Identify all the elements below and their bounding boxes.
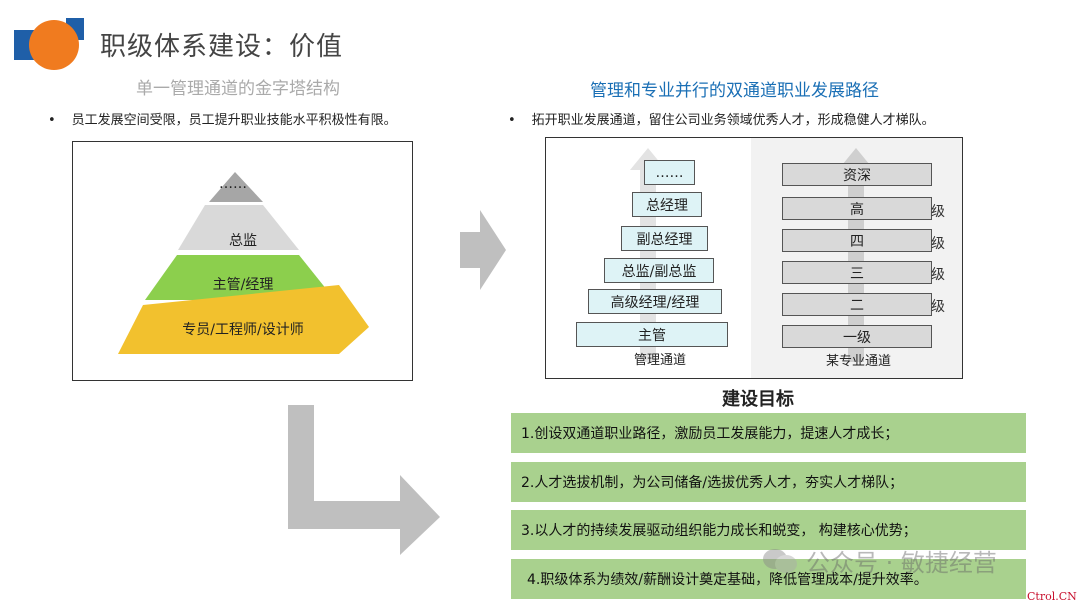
professional-level-4: 四 xyxy=(782,229,932,252)
bent-arrow-icon xyxy=(288,405,440,555)
goals-heading: 建设目标 xyxy=(722,389,794,410)
management-step-4: 副总经理 xyxy=(621,226,708,251)
level-suffix: 级 xyxy=(931,236,945,252)
watermark-text: 公众号 · 敏捷经营 xyxy=(806,549,997,577)
pyramid-graphic xyxy=(118,172,369,354)
professional-level-1: 一级 xyxy=(782,325,932,348)
wechat-icon xyxy=(763,548,797,573)
pyramid-level-2: 总监 xyxy=(229,233,257,249)
left-subtitle: 单一管理通道的金字塔结构 xyxy=(136,79,340,99)
professional-level-6: 资深 xyxy=(782,163,932,186)
right-bullet: 拓开职业发展通道，留住公司业务领域优秀人才，形成稳健人才梯队。 xyxy=(508,109,935,128)
goal-item-2: 2.人才选拔机制，为公司储备/选拔优秀人才，夯实人才梯队； xyxy=(511,462,1026,502)
goal-item-1: 1.创设双通道职业路径，激励员工发展能力，提速人才成长； xyxy=(511,413,1026,453)
professional-level-2: 二 xyxy=(782,293,932,316)
management-arrow-icon xyxy=(630,148,666,362)
professional-level-3: 三 xyxy=(782,261,932,284)
pyramid-panel: …… 总监 主管/经理 专员/工程师/设计师 xyxy=(72,141,413,381)
professional-channel-label: 某专业通道 xyxy=(826,354,892,369)
management-step-5: 总经理 xyxy=(632,192,702,217)
left-bullet: 员工发展空间受限，员工提升职业技能水平积极性有限。 xyxy=(48,109,397,128)
professional-level-5: 高 xyxy=(782,197,932,220)
goal-item-3: 3.以人才的持续发展驱动组织能力成长和蜕变， 构建核心优势； xyxy=(511,510,1026,550)
management-channel-label: 管理通道 xyxy=(634,353,687,368)
pyramid-level-4: 专员/工程师/设计师 xyxy=(182,322,304,338)
management-step-2: 高级经理/经理 xyxy=(588,289,722,314)
management-step-6: …… xyxy=(644,160,695,185)
right-arrow-icon xyxy=(460,210,506,290)
management-step-1: 主管 xyxy=(576,322,728,347)
pyramid-level-1: …… xyxy=(219,176,247,192)
goal-item-4: 4.职级体系为绩效/薪酬设计奠定基础，降低管理成本/提升效率。 xyxy=(511,559,1026,599)
right-subtitle: 管理和专业并行的双通道职业发展路径 xyxy=(590,81,879,101)
site-credit: Ctrol.CN xyxy=(1027,590,1077,603)
professional-arrow-icon xyxy=(838,148,874,362)
management-step-3: 总监/副总监 xyxy=(604,258,714,283)
level-suffix: 级 xyxy=(931,204,945,220)
watermark: 公众号 · 敏捷经营 xyxy=(762,543,997,578)
dual-channel-panel: …… 总经理 副总经理 总监/副总监 高级经理/经理 主管 管理通道 资深 高 … xyxy=(545,137,963,379)
pyramid-level-3: 主管/经理 xyxy=(212,277,274,293)
logo xyxy=(14,18,84,70)
level-suffix: 级 xyxy=(931,299,945,315)
level-suffix: 级 xyxy=(931,267,945,283)
page-title: 职级体系建设：价值 xyxy=(100,32,344,62)
